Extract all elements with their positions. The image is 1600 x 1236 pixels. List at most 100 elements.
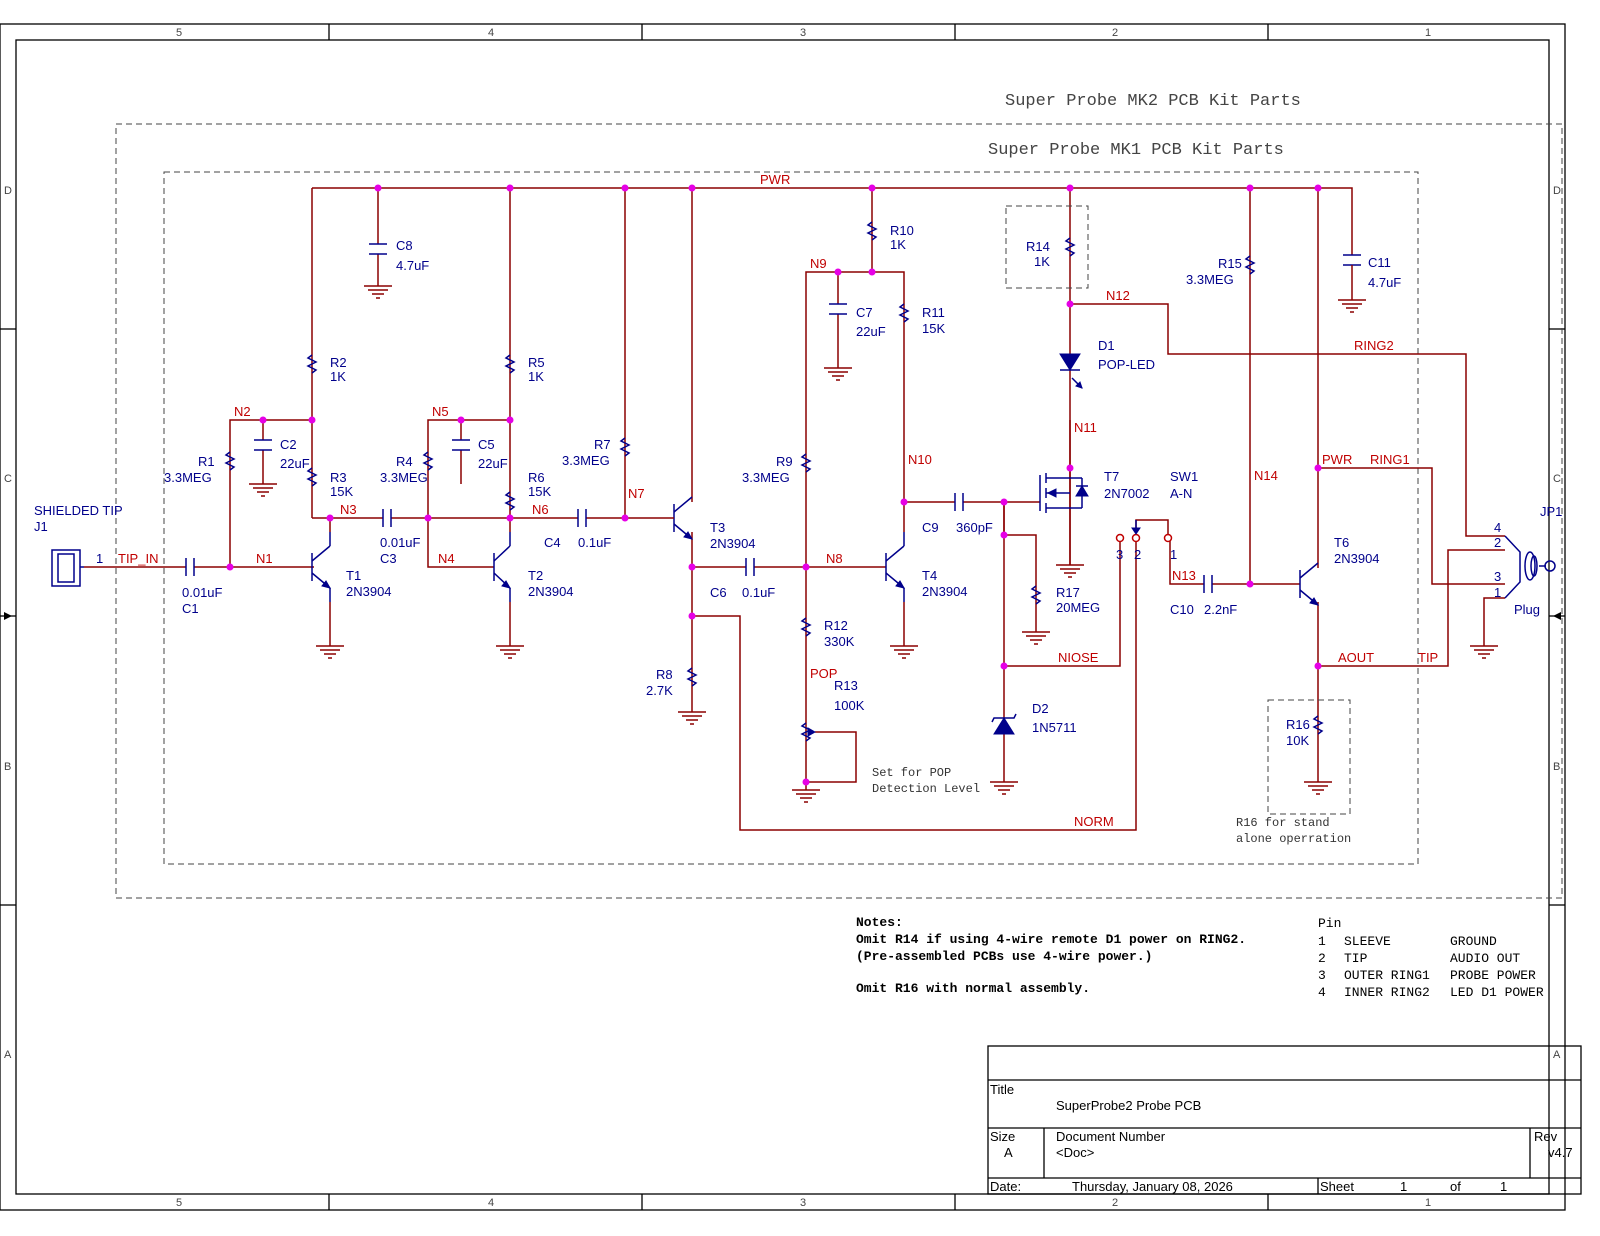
led-d1 [1059,353,1083,389]
ground-symbol [1056,564,1084,578]
c6-ref: C6 [710,585,727,600]
zone-row-d: D [4,185,12,197]
pin-row-4-func: LED D1 POWER [1450,985,1544,1000]
c11-value: 4.7uF [1368,275,1401,290]
r11-value: 15K [922,321,945,336]
net-n3: N3 [340,502,357,517]
rev-label: Rev [1534,1129,1558,1144]
net-n6: N6 [532,502,549,517]
c4-value: 0.1uF [578,535,611,550]
ground-symbol [1304,781,1332,795]
c2-value: 22uF [280,456,310,471]
ground-symbol [890,645,918,659]
r7-ref: R7 [594,437,611,452]
r16-note-2: alone operration [1236,832,1351,846]
net-niose: NIOSE [1058,650,1099,665]
net-n1: N1 [256,551,273,566]
r16-ref: R16 [1286,717,1310,732]
diode-d2 [991,713,1017,735]
r3-value: 15K [330,484,353,499]
resistor-r11 [898,303,910,323]
sheet-label: Sheet [1320,1179,1354,1194]
title-label: Title [990,1082,1014,1097]
capacitor-c4 [577,509,587,527]
c10-ref: C10 [1170,602,1194,617]
capacitor-c1 [185,558,195,576]
c7-ref: C7 [856,305,873,320]
c3-ref: C3 [380,551,397,566]
r15-value: 3.3MEG [1186,272,1234,287]
j1-connector-symbol [51,549,84,587]
r12-ref: R12 [824,618,848,633]
r8-value: 2.7K [646,683,673,698]
sheet-value: 1 [1400,1179,1407,1194]
r13-value: 100K [834,698,865,713]
date-value: Thursday, January 08, 2026 [1072,1179,1233,1194]
switch-sw1 [1115,520,1173,543]
zone-row-c-right: C [1553,473,1561,485]
ground-symbol [1022,631,1050,645]
r17-value: 20MEG [1056,600,1100,615]
zone-col-2: 2 [1112,27,1118,39]
c6-value: 0.1uF [742,585,775,600]
sw1-pin-2: 2 [1134,547,1141,562]
notes-line-3: Omit R16 with normal assembly. [856,981,1090,996]
of-label: of [1450,1179,1461,1194]
t3-ref: T3 [710,520,725,535]
net-n12: N12 [1106,288,1130,303]
resistor-r4 [422,451,434,471]
t2-value: 2N3904 [528,584,574,599]
t4-ref: T4 [922,568,937,583]
r12-value: 330K [824,634,855,649]
capacitor-c6 [745,558,755,576]
r16-option-box [1267,699,1351,815]
pin-row-4-name: INNER RING2 [1344,985,1430,1000]
zone-col-4: 4 [488,27,494,39]
net-n10: N10 [908,452,932,467]
pin-table: Pin 1 SLEEVE GROUND 2 TIP AUDIO OUT 3 OU… [1318,916,1544,1000]
mk1-kit-title: Super Probe MK1 PCB Kit Parts [988,141,1284,160]
junctions [226,184,1322,786]
net-pwr-t6: PWR [1322,452,1352,467]
c3-value: 0.01uF [380,535,421,550]
r2-ref: R2 [330,355,347,370]
resistor-r17 [1030,585,1042,605]
t6-ref: T6 [1334,535,1349,550]
capacitor-c7 [829,303,847,315]
j1-ref: J1 [34,519,48,534]
rev-value: v4.7 [1548,1145,1573,1160]
resistor-r2 [306,354,318,374]
zone-row-c: C [4,473,12,485]
sheet-border: 5 4 3 2 1 5 4 3 2 1 D C B A D C B A [0,23,1566,1211]
r6-value: 15K [528,484,551,499]
j1-pin: 1 [96,551,103,566]
transistor-t2 [493,532,512,602]
notes-block: Notes: Omit R14 if using 4-wire remote D… [856,915,1246,996]
net-n13: N13 [1172,568,1196,583]
zone-col-5: 5 [176,27,182,39]
r2-value: 1K [330,369,346,384]
transistor-t6 [1299,562,1320,606]
r4-ref: R4 [396,454,413,469]
r3-ref: R3 [330,470,347,485]
capacitor-c11 [1343,254,1361,300]
t7-value: 2N7002 [1104,486,1150,501]
resistor-r13-pot [800,722,817,742]
docnum-value: <Doc> [1056,1145,1094,1160]
resistor-r9 [800,453,812,473]
ground-symbol [990,781,1018,795]
ground-symbol [364,285,392,299]
pop-level-note-2: Detection Level [872,782,980,796]
sw1-pin-3: 3 [1116,547,1123,562]
sw1-ref: SW1 [1170,469,1198,484]
pin-row-2-num: 2 [1318,951,1326,966]
c8-value: 4.7uF [396,258,429,273]
c10-value: 2.2nF [1204,602,1237,617]
c9-value: 360pF [956,520,993,535]
capacitor-c10 [1203,575,1213,593]
date-label: Date: [990,1179,1021,1194]
r15-ref: R15 [1218,256,1242,271]
r14-option-box [1005,205,1089,289]
net-n9: N9 [810,256,827,271]
net-pwr: PWR [760,172,790,187]
